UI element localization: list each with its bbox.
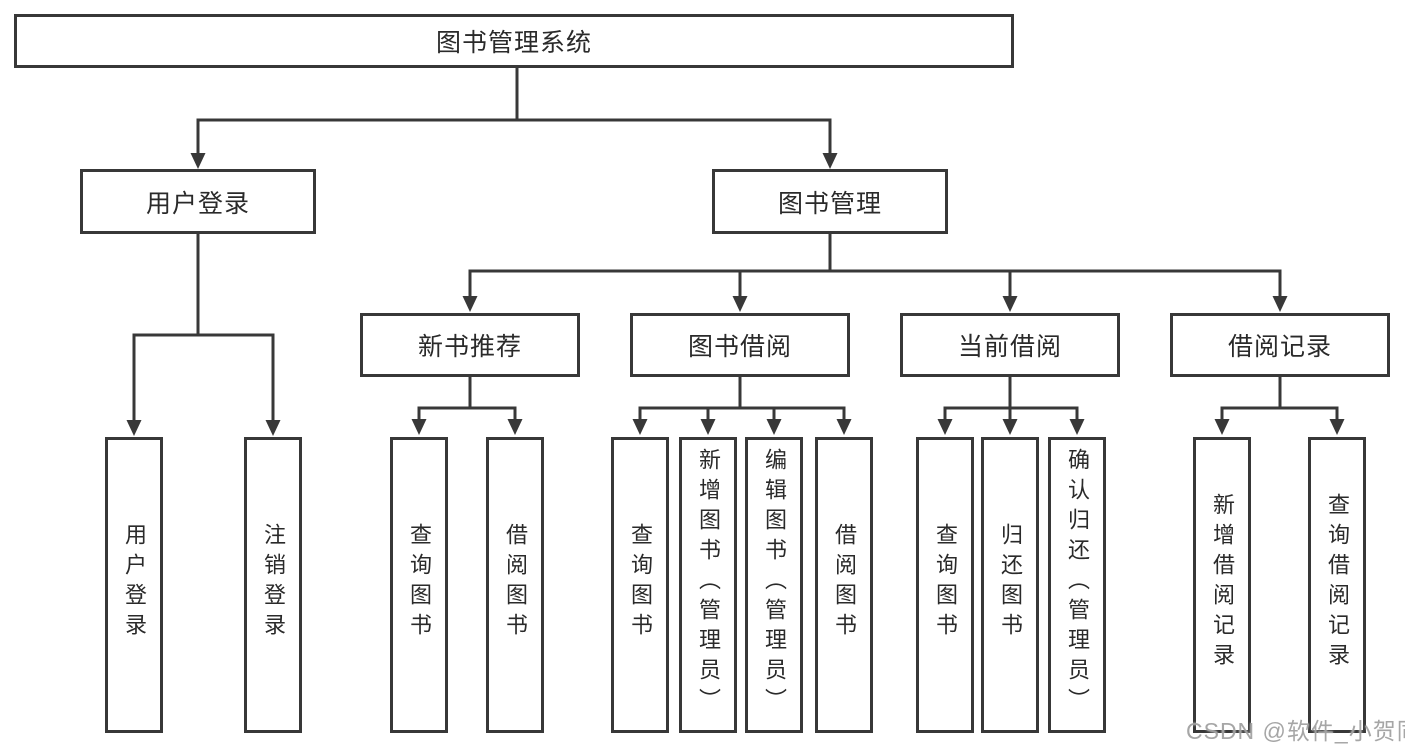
node-new-book-recommend: 新书推荐 <box>360 313 580 377</box>
node-book-management-group: 图书管理 <box>712 169 948 234</box>
leaf-current-query-books: 查询图书 <box>916 437 974 733</box>
node-user-login-group: 用户登录 <box>80 169 316 234</box>
leaf-user-login: 用户登录 <box>105 437 163 733</box>
node-user-login-group-label: 用户登录 <box>145 189 250 218</box>
leaf-borrow-borrow-books: 借阅图书 <box>815 437 873 733</box>
leaf-borrow-add-books-admin-label: 新增图书（管理员） <box>696 448 721 718</box>
node-root-system-label: 图书管理系统 <box>435 29 592 57</box>
node-new-book-recommend-label: 新书推荐 <box>417 333 522 361</box>
leaf-borrow-edit-books-admin: 编辑图书（管理员） <box>745 437 803 733</box>
leaf-current-query-books-label: 查询图书 <box>933 523 958 643</box>
leaf-borrow-borrow-books-label: 借阅图书 <box>832 523 857 643</box>
node-current-borrow-label: 当前借阅 <box>957 333 1062 361</box>
node-book-borrow-label: 图书借阅 <box>687 333 792 361</box>
leaf-current-confirm-return-admin-label: 确认归还（管理员） <box>1065 448 1090 718</box>
leaf-records-add-record: 新增借阅记录 <box>1193 437 1251 733</box>
leaf-current-return-books: 归还图书 <box>981 437 1039 733</box>
leaf-logout-label: 注销登录 <box>261 523 286 643</box>
leaf-current-return-books-label: 归还图书 <box>998 523 1023 643</box>
node-borrow-records: 借阅记录 <box>1170 313 1390 377</box>
leaf-current-confirm-return-admin: 确认归还（管理员） <box>1048 437 1106 733</box>
leaf-borrow-edit-books-admin-label: 编辑图书（管理员） <box>762 448 787 718</box>
leaf-newbook-query-books-label: 查询图书 <box>407 523 432 643</box>
leaf-borrow-query-books: 查询图书 <box>611 437 669 733</box>
leaf-records-query-record: 查询借阅记录 <box>1308 437 1366 733</box>
leaf-records-query-record-label: 查询借阅记录 <box>1325 493 1350 673</box>
node-root-system: 图书管理系统 <box>14 14 1014 68</box>
leaf-logout: 注销登录 <box>244 437 302 733</box>
node-current-borrow: 当前借阅 <box>900 313 1120 377</box>
leaf-borrow-add-books-admin: 新增图书（管理员） <box>679 437 737 733</box>
node-book-borrow: 图书借阅 <box>630 313 850 377</box>
leaf-newbook-borrow-books-label: 借阅图书 <box>503 523 528 643</box>
csdn-watermark: CSDN @软件_小贺同学 <box>1186 718 1405 744</box>
node-borrow-records-label: 借阅记录 <box>1227 333 1332 361</box>
leaf-user-login-label: 用户登录 <box>122 523 147 643</box>
leaf-newbook-borrow-books: 借阅图书 <box>486 437 544 733</box>
leaf-borrow-query-books-label: 查询图书 <box>628 523 653 643</box>
node-book-management-group-label: 图书管理 <box>777 189 882 218</box>
leaf-records-add-record-label: 新增借阅记录 <box>1210 493 1235 673</box>
leaf-newbook-query-books: 查询图书 <box>390 437 448 733</box>
